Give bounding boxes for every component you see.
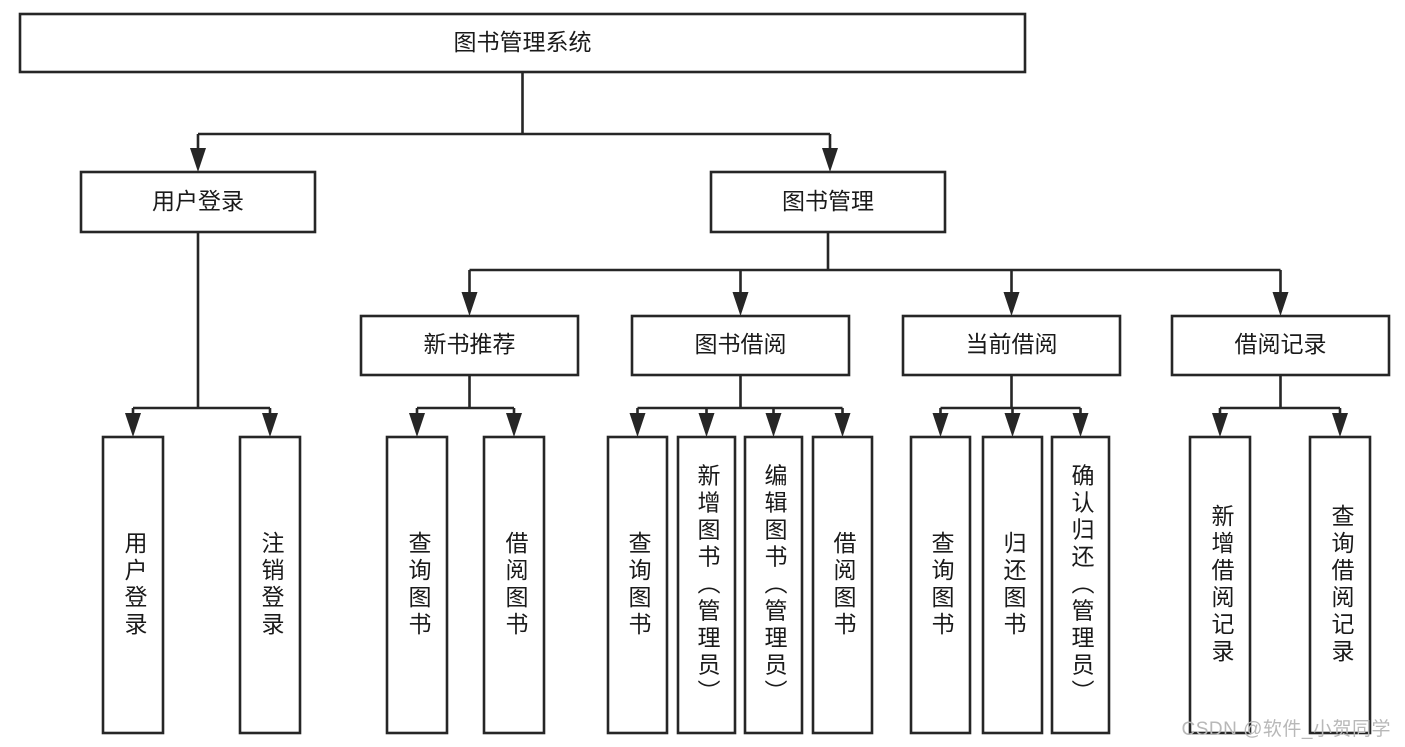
node-leaf-query-record-box[interactable] [1308, 435, 1372, 735]
node-leaf-user-logout-label: 注销登录 [258, 531, 285, 639]
node-leaf-user-login[interactable]: 用户登录 [101, 435, 165, 735]
node-leaf-borrow-book-2[interactable]: 借阅图书 [811, 435, 874, 735]
arrow-to-leaf-add-book [698, 413, 715, 437]
node-book-manage[interactable]: 图书管理 [709, 170, 947, 234]
node-leaf-edit-book-box[interactable] [743, 435, 804, 735]
node-leaf-add-book-box[interactable] [676, 435, 737, 735]
node-leaf-query-book-1-label: 查询图书 [405, 531, 432, 639]
arrow-to-current-borrow [1003, 292, 1020, 316]
node-book-manage-box[interactable] [709, 170, 947, 234]
edge-root-to-level2-bus [196, 72, 832, 158]
arrow-to-leaf-user-login [125, 413, 141, 437]
node-leaf-query-book-3-box[interactable] [909, 435, 972, 735]
node-leaf-user-logout[interactable]: 注销登录 [238, 435, 302, 735]
node-leaf-add-record[interactable]: 新增借阅记录 [1188, 435, 1252, 735]
node-leaf-borrow-book-1[interactable]: 借阅图书 [482, 435, 546, 735]
node-leaf-borrow-book-2-label: 借阅图书 [830, 531, 857, 639]
node-borrow-record-box[interactable] [1170, 314, 1391, 377]
node-leaf-edit-book-label: 编辑图书（管理员） [761, 464, 788, 707]
node-root[interactable]: 图书管理系统 [18, 12, 1027, 74]
node-book-manage-label: 图书管理 [782, 188, 874, 214]
node-leaf-query-book-1[interactable]: 查询图书 [385, 435, 449, 735]
node-borrow-record-label: 借阅记录 [1235, 331, 1327, 357]
node-leaf-query-book-2-box[interactable] [606, 435, 669, 735]
node-new-book-recommend[interactable]: 新书推荐 [359, 314, 580, 377]
edge-borrowrecord-to-leaves-bus [1218, 375, 1342, 425]
arrow-to-leaf-query-book-2 [629, 413, 646, 437]
node-leaf-return-book-label: 归还图书 [1000, 531, 1027, 639]
csdn-watermark: CSDN @软件_小贺同学 [1181, 719, 1391, 740]
node-user-login-box[interactable] [79, 170, 317, 234]
node-leaf-query-book-3[interactable]: 查询图书 [909, 435, 972, 735]
node-book-borrow[interactable]: 图书借阅 [630, 314, 851, 377]
arrow-to-leaf-query-record [1332, 413, 1348, 437]
node-leaf-query-book-1-box[interactable] [385, 435, 449, 735]
node-leaf-borrow-book-1-label: 借阅图书 [502, 531, 529, 639]
arrow-to-borrow-record [1272, 292, 1289, 316]
edge-bookmanage-to-level3-bus [468, 232, 1282, 302]
node-leaf-query-book-2[interactable]: 查询图书 [606, 435, 669, 735]
node-new-book-recommend-box[interactable] [359, 314, 580, 377]
edge-bookborrow-to-leaves-bus [636, 375, 844, 425]
node-current-borrow-box[interactable] [901, 314, 1122, 377]
arrow-to-new-book-recommend [461, 292, 478, 316]
edge-userlogin-to-leaves-bus [131, 232, 272, 425]
node-root-label: 图书管理系统 [454, 29, 592, 55]
node-leaf-user-login-box[interactable] [101, 435, 165, 735]
node-leaf-query-book-2-label: 查询图书 [625, 531, 652, 639]
arrow-to-leaf-confirm-return [1072, 413, 1089, 437]
node-leaf-return-book[interactable]: 归还图书 [981, 435, 1044, 735]
node-leaf-user-login-label: 用户登录 [121, 531, 148, 639]
arrow-to-book-manage [822, 148, 838, 172]
arrow-to-leaf-add-record [1212, 413, 1228, 437]
node-leaf-add-book[interactable]: 新增图书（管理员） [676, 435, 737, 735]
node-leaf-query-book-3-label: 查询图书 [928, 531, 955, 639]
arrow-to-leaf-query-book-3 [932, 413, 949, 437]
arrow-to-user-login [190, 148, 206, 172]
node-current-borrow[interactable]: 当前借阅 [901, 314, 1122, 377]
node-book-borrow-label: 图书借阅 [695, 331, 787, 357]
node-root-box[interactable] [18, 12, 1027, 74]
node-leaf-confirm-return-box[interactable] [1050, 435, 1111, 735]
node-leaf-add-record-label: 新增借阅记录 [1208, 504, 1235, 666]
arrow-to-leaf-borrow-book-1 [506, 413, 522, 437]
node-leaf-edit-book[interactable]: 编辑图书（管理员） [743, 435, 804, 735]
arrow-to-leaf-borrow-book-2 [834, 413, 851, 437]
node-current-borrow-label: 当前借阅 [966, 331, 1058, 357]
node-book-borrow-box[interactable] [630, 314, 851, 377]
node-leaf-borrow-book-2-box[interactable] [811, 435, 874, 735]
node-leaf-query-record-label: 查询借阅记录 [1328, 504, 1355, 666]
node-leaf-add-record-box[interactable] [1188, 435, 1252, 735]
arrow-to-leaf-query-book-1 [409, 413, 425, 437]
node-leaf-add-book-label: 新增图书（管理员） [694, 464, 721, 707]
arrow-to-book-borrow [732, 292, 749, 316]
node-user-login-label: 用户登录 [152, 188, 244, 214]
node-leaf-return-book-box[interactable] [981, 435, 1044, 735]
node-borrow-record[interactable]: 借阅记录 [1170, 314, 1391, 377]
arrow-to-leaf-return-book [1004, 413, 1021, 437]
node-leaf-confirm-return[interactable]: 确认归还（管理员） [1050, 435, 1111, 735]
arrow-to-leaf-edit-book [765, 413, 782, 437]
node-leaf-user-logout-box[interactable] [238, 435, 302, 735]
node-user-login[interactable]: 用户登录 [79, 170, 317, 234]
edge-layer [125, 72, 1348, 437]
node-leaf-confirm-return-label: 确认归还（管理员） [1068, 464, 1095, 707]
node-leaf-borrow-book-1-box[interactable] [482, 435, 546, 735]
arrow-to-leaf-user-logout [262, 413, 278, 437]
node-leaf-query-record[interactable]: 查询借阅记录 [1308, 435, 1372, 735]
edge-newbook-to-leaves-bus [415, 375, 516, 425]
node-new-book-recommend-label: 新书推荐 [424, 331, 516, 357]
